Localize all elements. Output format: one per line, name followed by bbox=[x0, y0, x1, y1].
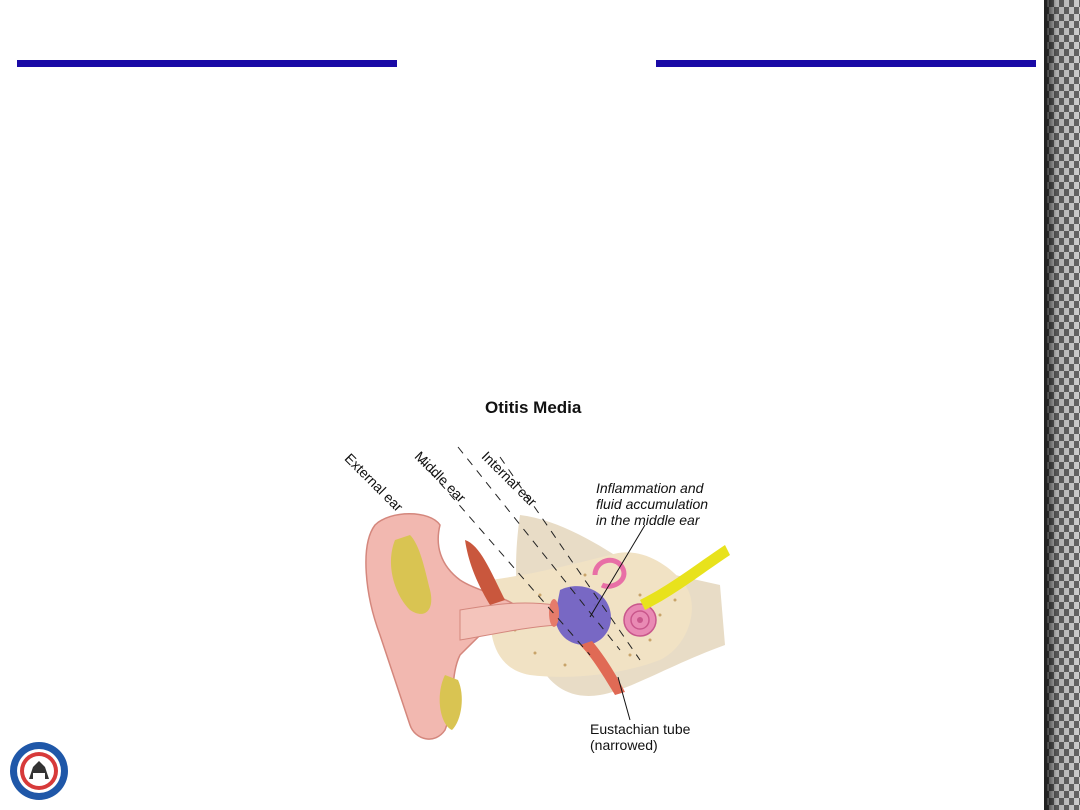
decorative-side-border bbox=[1044, 0, 1080, 810]
label-inflammation-line-3: in the middle ear bbox=[596, 512, 700, 528]
semicircular-canals bbox=[592, 557, 627, 589]
label-inflammation-line-1: Inflammation and bbox=[596, 480, 704, 496]
pinna-cartilage bbox=[390, 535, 432, 614]
figure-title: Otitis Media bbox=[485, 398, 582, 417]
lobe-cartilage bbox=[439, 675, 462, 730]
top-rule-left bbox=[17, 60, 397, 67]
muscle-tissue bbox=[465, 540, 505, 605]
divider-external-middle bbox=[419, 459, 591, 656]
eustachian-tube-shape bbox=[580, 641, 625, 695]
divider-middle-internal bbox=[457, 446, 621, 651]
label-eustachian-line-2: (narrowed) bbox=[590, 737, 658, 753]
institution-logo bbox=[10, 742, 68, 800]
label-inflammation: Inflammation and fluid accumulation in t… bbox=[596, 480, 746, 528]
leader-inflammation bbox=[589, 524, 646, 618]
auditory-nerve bbox=[640, 545, 730, 610]
divider-internal bbox=[499, 456, 641, 661]
label-inflammation-line-2: fluid accumulation bbox=[596, 496, 709, 512]
eardrum-shape bbox=[549, 599, 559, 627]
top-rule-right bbox=[656, 60, 1036, 67]
leader-eustachian bbox=[617, 676, 631, 721]
label-eustachian-tube: Eustachian tube (narrowed) bbox=[590, 721, 740, 753]
label-eustachian-line-1: Eustachian tube bbox=[590, 721, 691, 737]
ear-anatomy-illustration bbox=[365, 446, 730, 740]
